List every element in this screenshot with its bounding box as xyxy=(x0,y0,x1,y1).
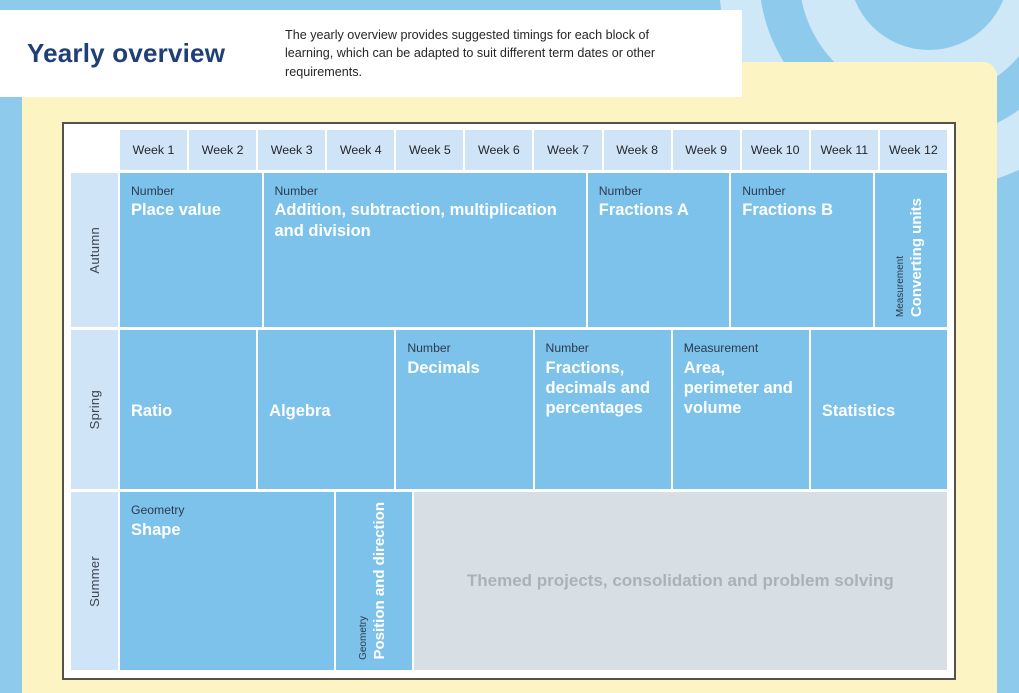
block-strand: Number xyxy=(131,183,175,198)
block-title: Themed projects, consolidation and probl… xyxy=(466,570,894,590)
block-title: Decimals xyxy=(407,358,480,377)
week-header-cell: Week 7 xyxy=(534,130,602,170)
block-title: Fractions B xyxy=(742,201,834,220)
block-title: Ratio xyxy=(131,402,173,421)
block-strand: Geometry xyxy=(357,616,369,660)
week-header-cell: Week 12 xyxy=(879,130,947,170)
header-description: The yearly overview provides suggested t… xyxy=(285,28,656,79)
page-title: Yearly overview xyxy=(27,38,226,68)
week-header-cell: Week 1 xyxy=(120,130,188,170)
learning-block[interactable]: Themed projects, consolidation and probl… xyxy=(413,492,947,670)
week-header-cell: Week 4 xyxy=(327,130,395,170)
block-title: Algebra xyxy=(269,402,331,421)
week-header-cell: Week 9 xyxy=(672,130,740,170)
block-title: Shape xyxy=(131,521,181,540)
season-label-spring: Spring xyxy=(71,330,118,490)
block-strand: Number xyxy=(742,183,786,198)
block-strand: Number xyxy=(274,183,318,198)
table-corner-cell xyxy=(71,130,118,170)
header-banner: Yearly overview The yearly overview prov… xyxy=(0,10,742,97)
block-title: Addition, subtraction, multiplication an… xyxy=(274,201,557,240)
learning-block[interactable]: Statistics xyxy=(810,330,948,490)
block-strand: Measurement xyxy=(895,256,907,318)
week-header-cell: Week 11 xyxy=(810,130,878,170)
season-label-autumn: Autumn xyxy=(71,172,118,328)
week-header-cell: Week 10 xyxy=(741,130,809,170)
block-title: Fractions A xyxy=(598,201,689,220)
block-title: Position and direction xyxy=(370,502,388,660)
block-title: Place value xyxy=(131,201,221,220)
block-title: Fractions, decimals and percentages xyxy=(545,358,651,418)
learning-block[interactable]: Ratio xyxy=(120,330,257,490)
decorative-arc-4 xyxy=(849,0,1009,50)
season-label-text: Spring xyxy=(87,390,102,430)
week-header-cell: Week 3 xyxy=(258,130,326,170)
block-strand: Geometry xyxy=(131,503,185,518)
block-strand: Number xyxy=(598,183,643,198)
learning-block[interactable]: Algebra xyxy=(258,330,395,490)
block-title: Converting units xyxy=(908,198,926,318)
block-strand: Number xyxy=(407,341,451,356)
season-label-summer: Summer xyxy=(71,492,118,670)
block-title: Statistics xyxy=(821,402,896,421)
week-header-cell: Week 5 xyxy=(396,130,464,170)
block-strand: Number xyxy=(545,341,589,356)
week-header-cell: Week 8 xyxy=(603,130,671,170)
week-header-cell: Week 2 xyxy=(189,130,257,170)
block-strand: Measurement xyxy=(683,341,759,356)
season-label-text: Autumn xyxy=(87,226,102,274)
block-title: Area, perimeter and volume xyxy=(683,358,793,418)
season-label-text: Summer xyxy=(87,555,102,607)
week-header-cell: Week 6 xyxy=(465,130,533,170)
